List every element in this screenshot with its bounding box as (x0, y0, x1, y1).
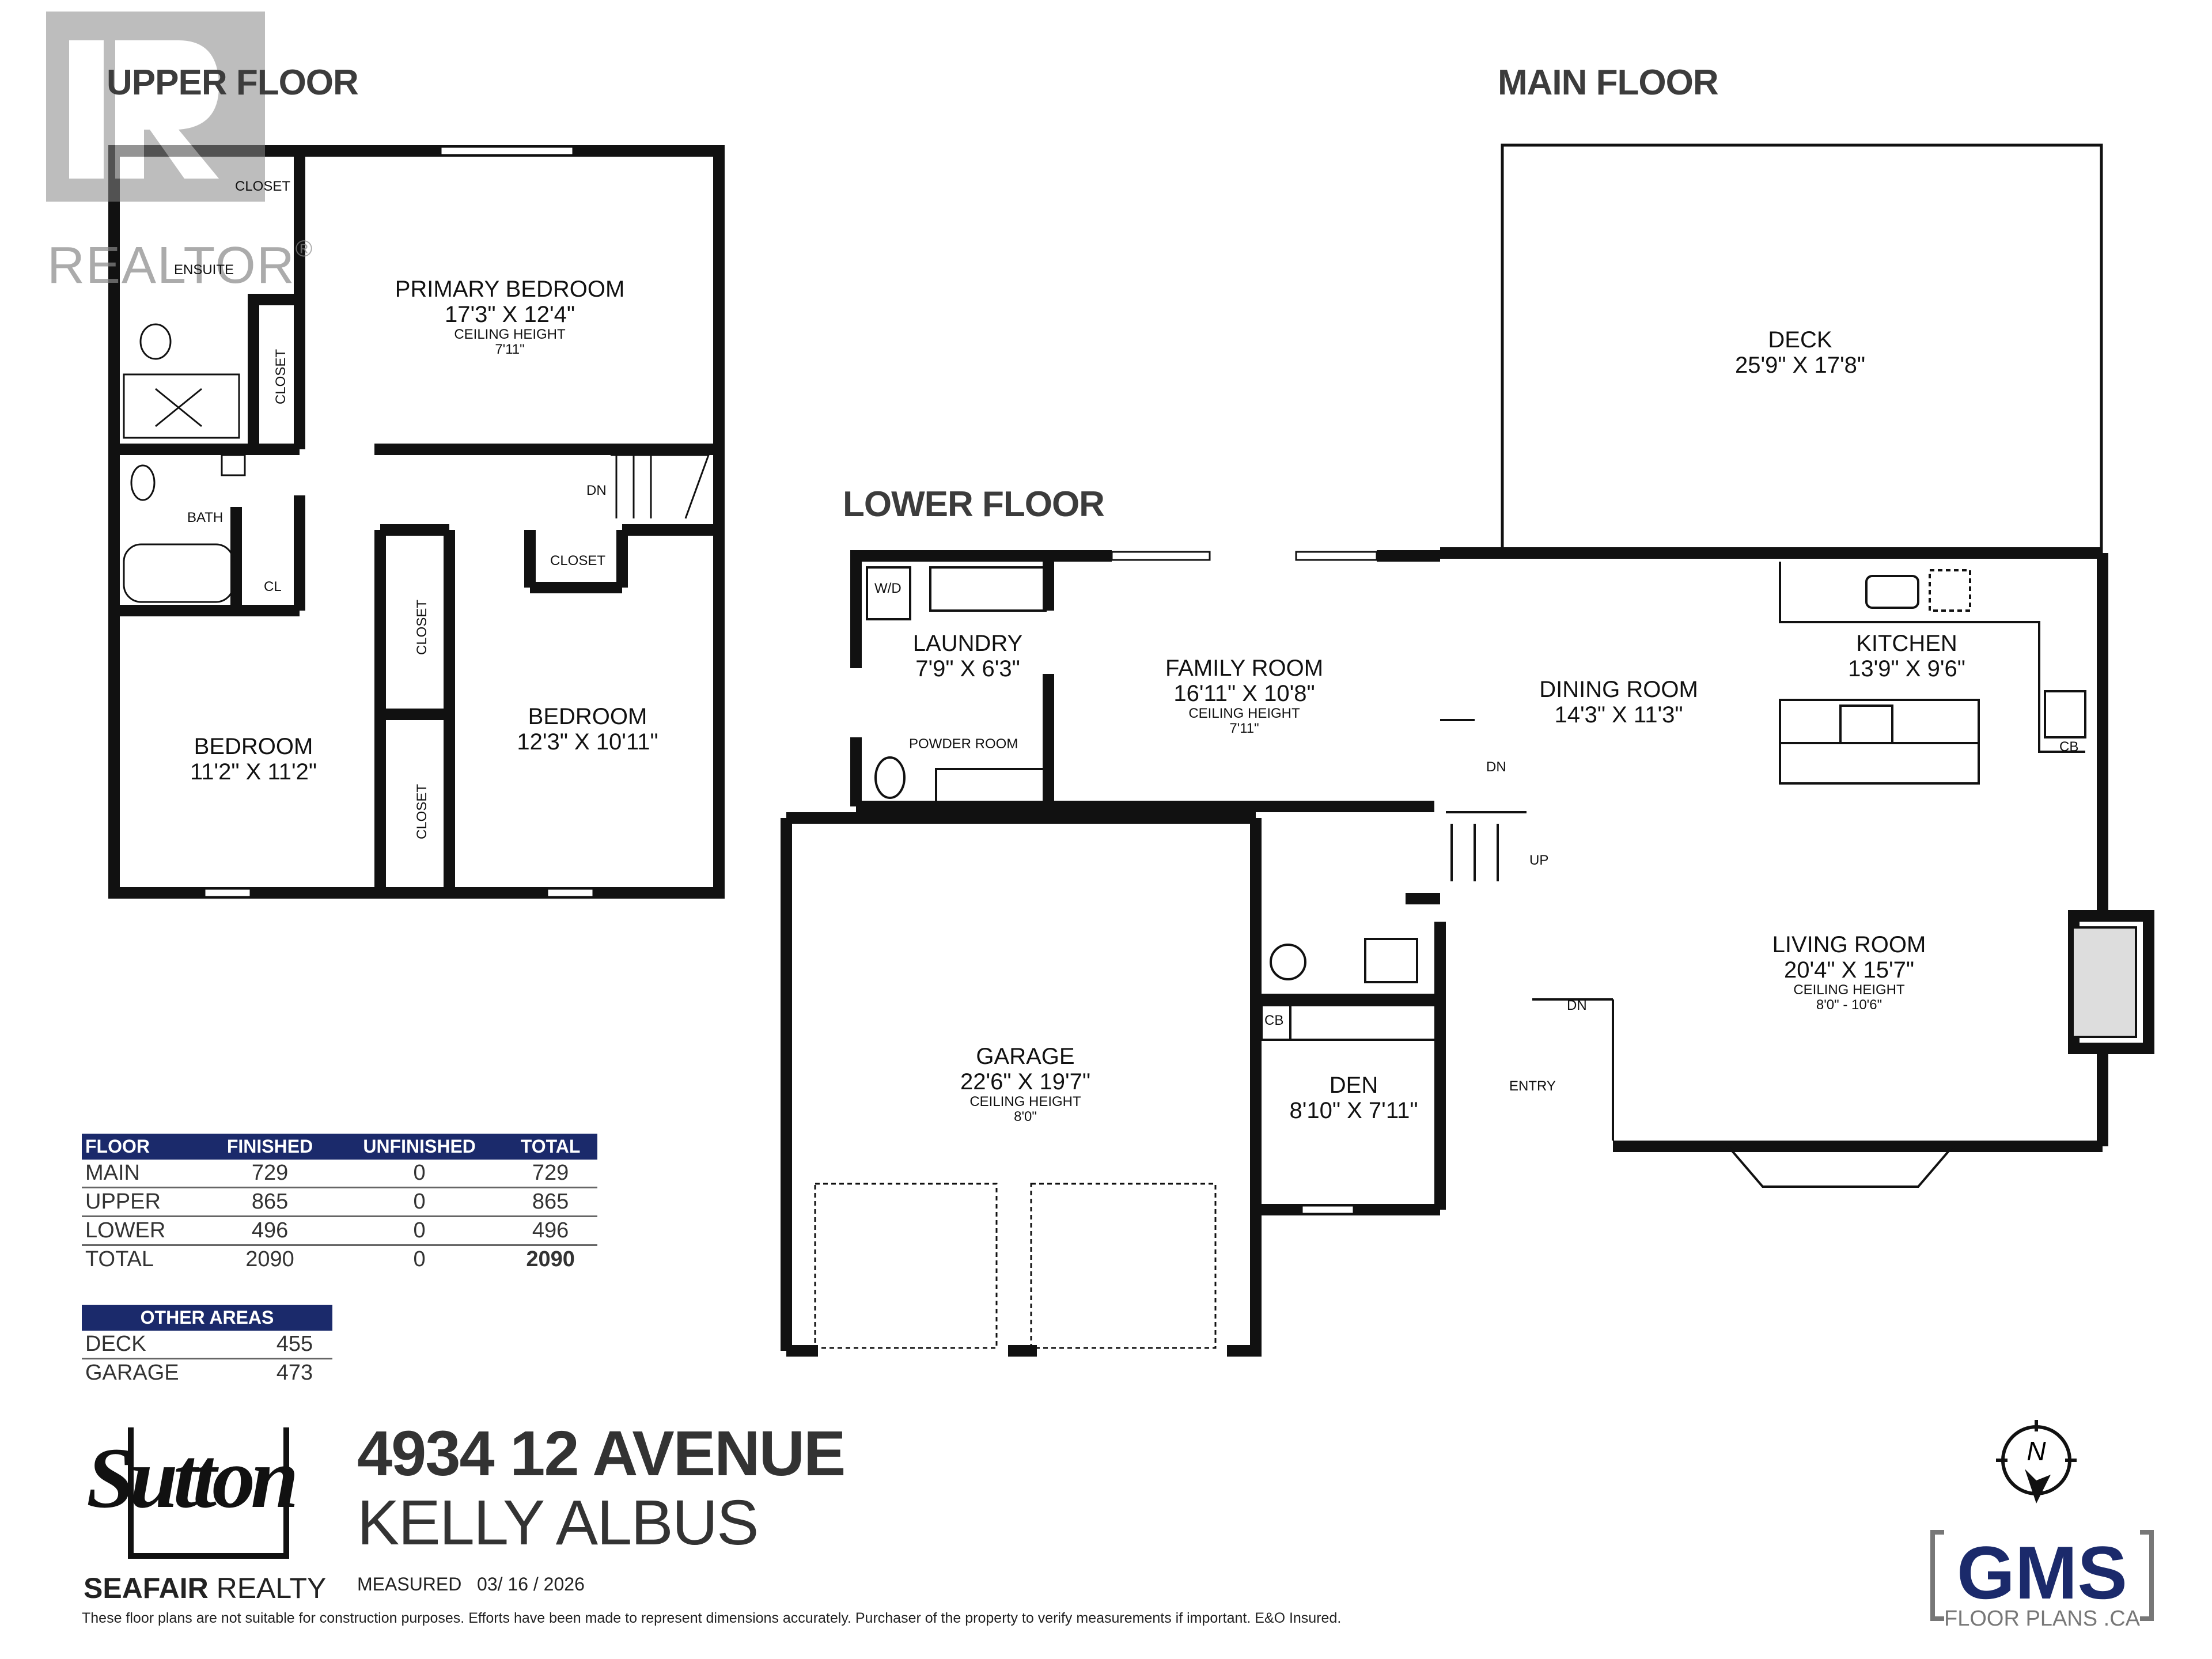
north-compass-icon: N (1996, 1420, 2077, 1503)
label-closet: CLOSET (550, 553, 606, 569)
brokerage-name: SEAFAIR REALTY (84, 1572, 327, 1604)
upper-floor-fixtures (123, 323, 710, 603)
measured-date: MEASURED 03/ 16 / 2026 (357, 1574, 585, 1594)
upper-floor-windows (203, 146, 594, 898)
sutton-logo: Sutton (86, 1430, 299, 1526)
lower-floor-fixtures (866, 566, 1614, 1141)
room-bedroom-2: BEDROOM 12'3" X 10'11" (517, 704, 658, 755)
upper-floor-walls (108, 145, 725, 899)
label-washer-dryer: W/D (874, 581, 902, 596)
svg-text:GMS: GMS (1957, 1531, 2127, 1615)
room-den: DEN 8'10" X 7'11" (1289, 1073, 1418, 1123)
label-cb: CB (1264, 1013, 1284, 1028)
upper-floor-title: UPPER FLOOR (107, 63, 359, 103)
svg-text:FLOOR PLANS .CA: FLOOR PLANS .CA (1944, 1607, 2141, 1630)
lower-floor-windows (1111, 551, 1378, 1215)
label-powder-room: POWDER ROOM (909, 736, 1018, 752)
room-living: LIVING ROOM 20'4" X 15'7" CEILING HEIGHT… (1772, 932, 1926, 1013)
label-cl: CL (264, 579, 282, 594)
label-cb: CB (2059, 739, 2079, 755)
label-ensuite: ENSUITE (174, 262, 234, 278)
label-stairs-down: DN (1567, 998, 1587, 1013)
label-closet: CLOSET (273, 349, 289, 405)
column-header: FINISHED (204, 1134, 336, 1160)
room-dining: DINING ROOM 14'3" X 11'3" (1539, 677, 1698, 728)
label-bath: BATH (187, 510, 224, 525)
column-header: TOTAL (503, 1134, 597, 1160)
deck-outline (1501, 143, 2103, 555)
realtor-watermark-text: REALTOR® (47, 236, 314, 294)
property-address: 4934 12 AVENUE (357, 1418, 846, 1489)
disclaimer-text: These floor plans are not suitable for c… (82, 1610, 1342, 1626)
label-stairs-up: UP (1529, 853, 1549, 868)
column-header: FLOOR (82, 1134, 204, 1160)
room-laundry: LAUNDRY 7'9" X 6'3" (912, 631, 1023, 681)
main-floor-title: MAIN FLOOR (1498, 63, 1719, 103)
label-closet: CLOSET (414, 783, 430, 840)
main-floor-fixtures (1725, 562, 2137, 1188)
room-deck: DECK 25'9" X 17'8" (1734, 327, 1866, 378)
label-closet: CLOSET (235, 179, 291, 194)
label-stairs-down: DN (586, 483, 607, 498)
label-entry: ENTRY (1509, 1078, 1556, 1094)
room-primary-bedroom: PRIMARY BEDROOM 17'3" X 12'4" CEILING HE… (395, 276, 625, 358)
gms-floor-plans-logo: GMS FLOOR PLANS .CA (1930, 1530, 2154, 1630)
agent-name: KELLY ALBUS (357, 1487, 759, 1558)
column-header: OTHER AREAS (82, 1305, 332, 1331)
svg-text:N: N (2027, 1436, 2046, 1466)
lower-floor-title: LOWER FLOOR (843, 484, 1105, 524)
column-header: UNFINISHED (335, 1134, 504, 1160)
realtor-watermark-logo (46, 12, 265, 202)
label-stairs-down: DN (1486, 759, 1506, 775)
garage-doors (814, 1183, 1217, 1349)
sutton-logo-frame (128, 1427, 289, 1559)
room-kitchen: KITCHEN 13'9" X 9'6" (1848, 631, 1965, 681)
room-garage: GARAGE 22'6" X 19'7" CEILING HEIGHT 8'0" (960, 1044, 1091, 1125)
label-closet: CLOSET (414, 599, 430, 656)
room-bedroom-3: BEDROOM 11'2" X 11'2" (190, 734, 317, 785)
room-family: FAMILY ROOM 16'11" X 10'8" CEILING HEIGH… (1165, 656, 1324, 737)
